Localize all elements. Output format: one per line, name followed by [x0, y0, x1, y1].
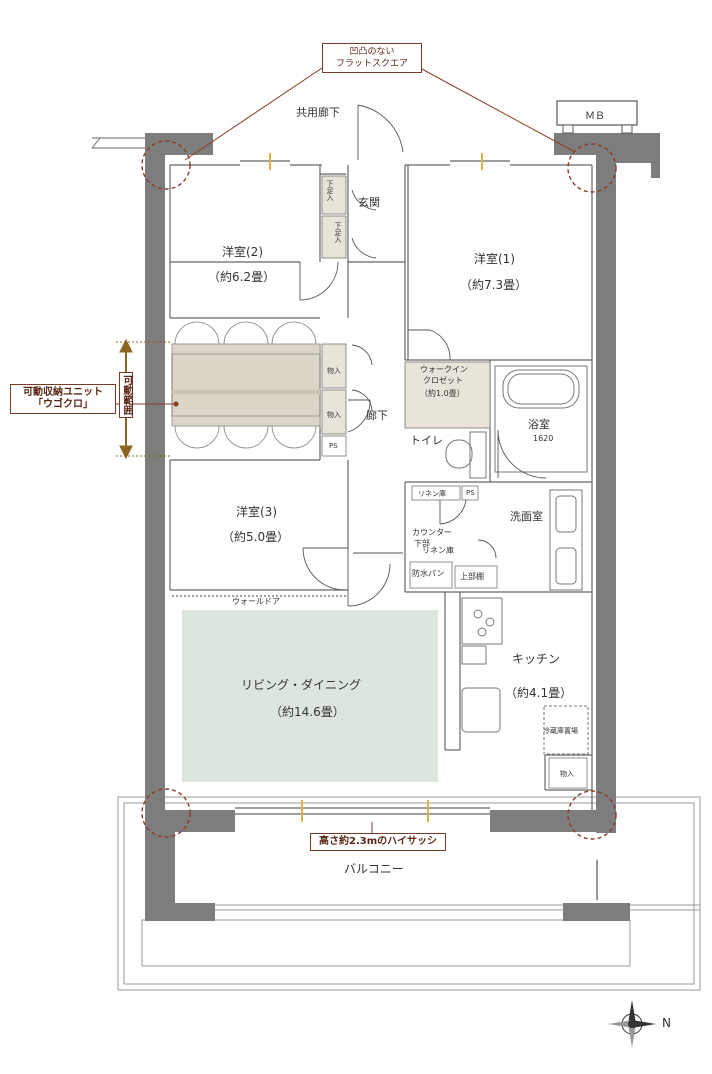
wic-line1: ウォークイン: [420, 365, 468, 374]
waterproof-pan-label: 防水パン: [412, 569, 445, 578]
wall-door-label: ウォールドア: [232, 597, 280, 606]
mb-box: [556, 100, 638, 134]
storage-unit-callout: 可動収納ユニット 「ウゴクロ」: [10, 384, 116, 414]
linen2-label: リネン庫: [422, 546, 454, 555]
flat-square-line1: 凹凸のない: [349, 47, 395, 57]
counter-line2: 下部: [414, 539, 430, 548]
shoe-cabinet-label-2: 下足入: [334, 222, 342, 243]
upper-shelf-label: 上部棚: [460, 572, 484, 581]
toilet: [445, 431, 487, 479]
storage-unit-doors: [174, 321, 317, 449]
kitchen-counter: [461, 597, 589, 755]
vanity: [549, 489, 583, 591]
entrance-label: 玄関: [358, 196, 380, 209]
fridge-label: 冷蔵庫置場: [543, 727, 578, 735]
ps2-label: PS: [466, 489, 475, 497]
washroom-label: 洗面室: [510, 510, 543, 523]
counter-line1: カウンター: [412, 528, 452, 537]
closet1-label: 物入: [327, 367, 341, 375]
toilet-label: トイレ: [410, 434, 443, 447]
outer-walls: [145, 133, 660, 921]
kitchen-name: キッチン: [512, 652, 561, 666]
kitchen-size: （約4.1畳）: [505, 686, 573, 700]
room2-size: （約6.2畳）: [208, 270, 276, 284]
ps1-label: PS: [329, 442, 338, 450]
windows: [269, 153, 483, 822]
balcony-outline: [117, 796, 701, 991]
movable-range-label: 可動範囲: [119, 372, 133, 418]
wic-size: （約1.0畳）: [420, 389, 465, 398]
mb-label: ＭＢ: [585, 111, 605, 122]
flat-square-line2: フラットスクエア: [335, 59, 408, 69]
storage-unit-line2: 「ウゴクロ」: [33, 399, 93, 410]
room3-size: （約5.0畳）: [222, 530, 290, 544]
inner-walls: [169, 160, 593, 815]
bath-size: 1620: [533, 434, 554, 443]
bathtub: [494, 365, 588, 473]
compass-n-label: N: [662, 1016, 671, 1030]
high-sash-callout: 高さ約2.3mのハイサッシ: [310, 833, 446, 851]
hall-label: 廊下: [366, 409, 388, 422]
flat-square-callout: 凹凸のない フラットスクエア: [322, 43, 422, 73]
flat-corners: [141, 140, 617, 840]
linen1-label: リネン庫: [418, 490, 446, 498]
room2-name: 洋室(2): [222, 245, 263, 259]
living-floor: [182, 610, 438, 782]
compass-icon: [608, 1000, 656, 1048]
storage-unit-marker: [173, 401, 179, 407]
balcony-label: バルコニー: [344, 862, 404, 876]
shoe-cabinet-label-1: 下足入: [326, 180, 334, 201]
bath-label: 浴室: [528, 418, 550, 431]
room1-name: 洋室(1): [474, 252, 515, 266]
corridor-rail: [91, 137, 145, 149]
wic-line2: クロゼット: [423, 376, 463, 385]
storage-unit: [171, 343, 321, 427]
room3-name: 洋室(3): [236, 505, 277, 519]
storage-unit-line1: 可動収納ユニット: [23, 387, 103, 398]
corridor-label: 共用廊下: [296, 106, 340, 119]
closets: [321, 175, 588, 789]
doors: [299, 104, 547, 607]
living-size: （約14.6畳）: [270, 705, 345, 719]
room1-size: （約7.3畳）: [460, 278, 528, 292]
living-name: リビング・ダイニング: [241, 678, 362, 692]
closet2-label: 物入: [327, 411, 341, 419]
closet3-label: 物入: [560, 770, 574, 778]
